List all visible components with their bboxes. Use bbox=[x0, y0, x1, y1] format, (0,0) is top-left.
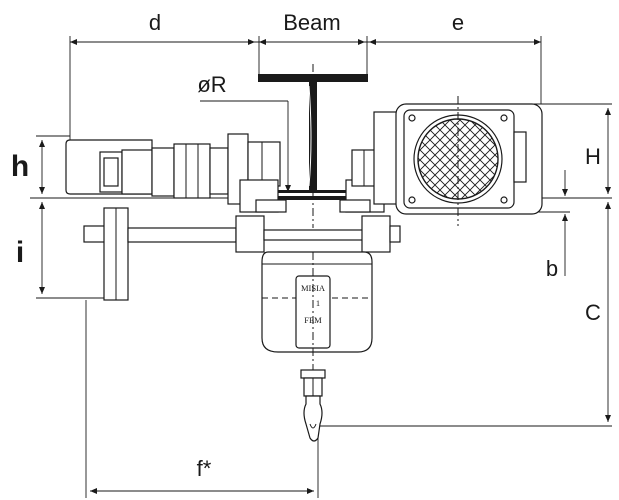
label-H: H bbox=[585, 144, 601, 169]
wheel-left bbox=[255, 199, 287, 213]
bolt-icon bbox=[408, 196, 416, 204]
hook-icon bbox=[303, 395, 323, 442]
label-h: h bbox=[11, 150, 29, 183]
bolt-icon bbox=[500, 114, 508, 122]
shaft-clamp-right bbox=[361, 215, 391, 253]
label-d: d bbox=[149, 10, 161, 35]
nameplate-line-2: 1 bbox=[316, 298, 320, 308]
bolt-icon bbox=[500, 196, 508, 204]
cross-shaft-left bbox=[127, 227, 237, 243]
gear-cover bbox=[209, 147, 229, 195]
label-beam: Beam bbox=[283, 10, 340, 35]
motor-flange bbox=[121, 149, 153, 195]
bolt-icon bbox=[408, 114, 416, 122]
gearbox bbox=[173, 143, 211, 199]
label-C: C bbox=[585, 300, 601, 325]
motor-coupling bbox=[151, 147, 175, 197]
beam-i-section bbox=[258, 64, 368, 228]
label-b: b bbox=[546, 256, 558, 281]
beam-top-flange bbox=[258, 74, 368, 82]
dimension-labels: d Beam e øR h H i b C f* bbox=[11, 10, 601, 481]
cross-shaft-center bbox=[263, 229, 365, 241]
motor-mount-plate bbox=[373, 111, 399, 205]
label-r: øR bbox=[197, 72, 226, 97]
wheel-right bbox=[339, 199, 371, 213]
hoist-body: MISIA 1 FEM bbox=[261, 251, 373, 370]
label-i: i bbox=[16, 236, 24, 269]
hook-block-top bbox=[300, 369, 326, 379]
right-hoist-motor bbox=[373, 96, 543, 226]
label-f: f* bbox=[197, 456, 212, 481]
shaft-end-right bbox=[389, 225, 401, 243]
hook-assembly bbox=[300, 369, 326, 442]
label-e: e bbox=[452, 10, 464, 35]
motor-handle bbox=[513, 131, 527, 183]
shaft-clamp-left bbox=[235, 215, 265, 253]
wheel-drive-left bbox=[247, 141, 281, 187]
cross-shaft-assembly bbox=[83, 207, 401, 301]
